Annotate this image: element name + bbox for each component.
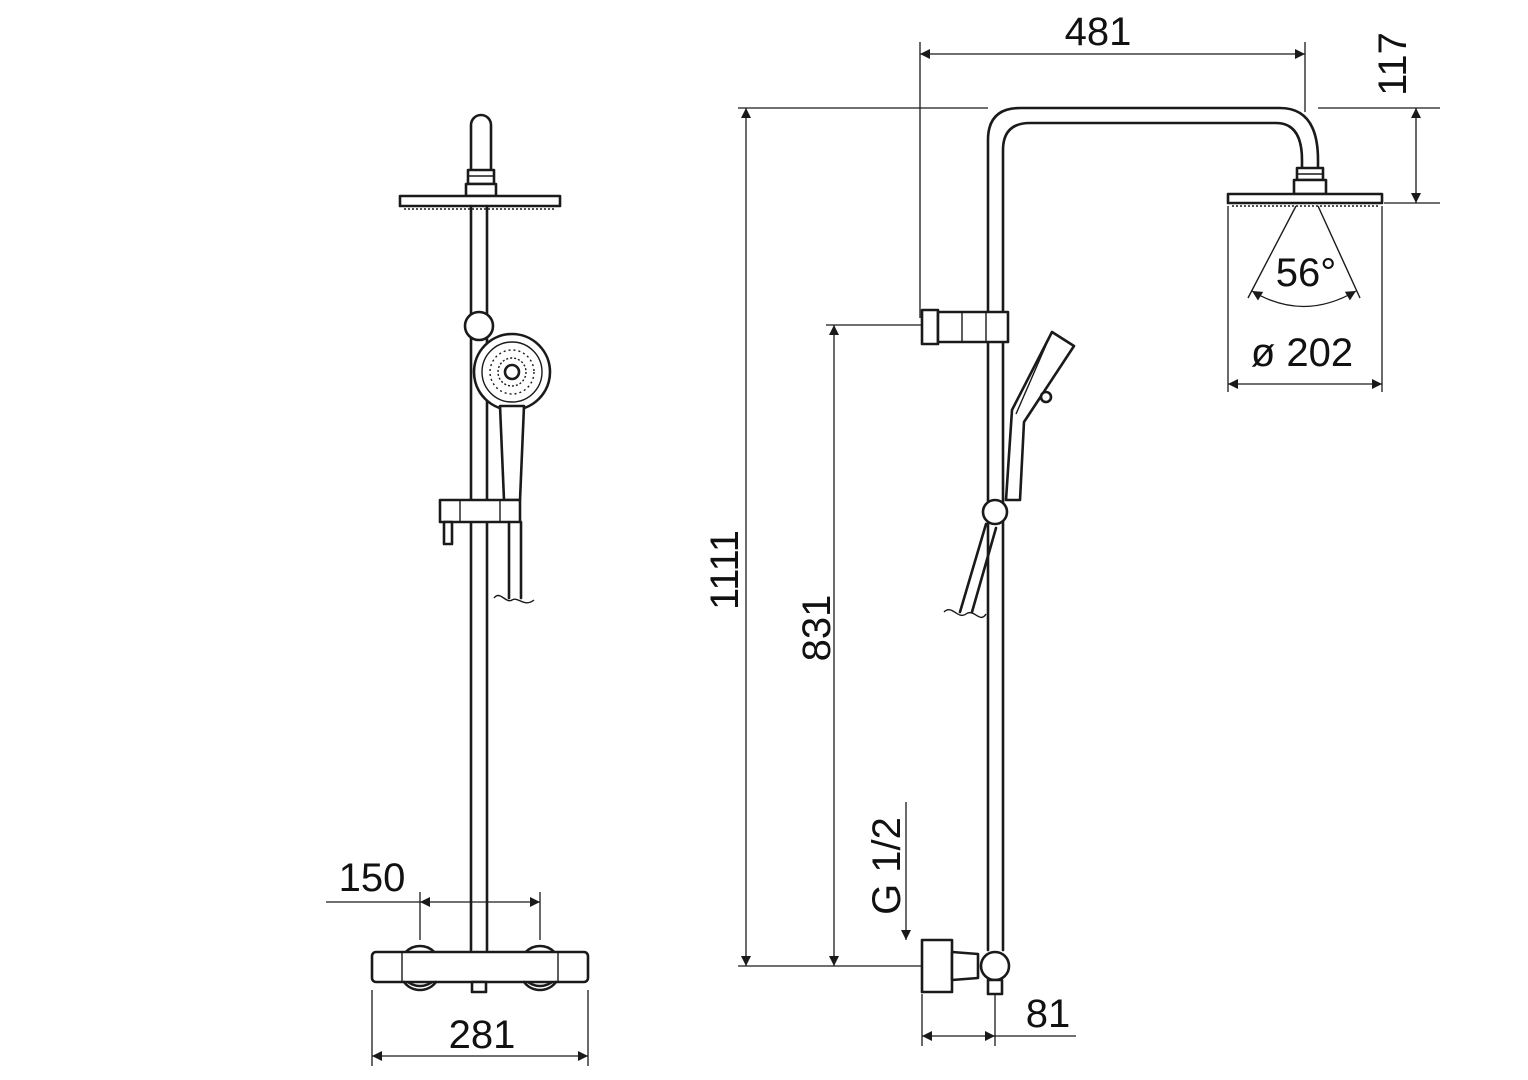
label-total-height: 1111 [703, 530, 747, 610]
side-rain-head [1226, 192, 1384, 207]
label-spray-angle: 56° [1276, 251, 1337, 295]
label-inlet-spacing: 150 [339, 856, 406, 900]
label-head-drop: 117 [1371, 32, 1415, 96]
side-upper-clamp [920, 308, 1010, 346]
front-mixer [370, 944, 590, 994]
spray-cone: 56° [1247, 205, 1361, 308]
side-hose [943, 522, 998, 619]
side-hand-shower [1004, 330, 1076, 502]
dim-inlet-spacing: 150 [326, 856, 541, 940]
side-head-neck [1292, 166, 1328, 196]
side-middle-knob [981, 498, 1009, 526]
side-view: 56° [703, 10, 1440, 1046]
dim-total-height: 1111 [703, 107, 988, 967]
front-upper-knob [463, 310, 495, 342]
front-view: 150 281 [326, 113, 590, 1066]
front-hand-shower [472, 332, 552, 502]
side-riser-arm [986, 106, 1320, 952]
label-wall-offset: 81 [1026, 992, 1071, 1036]
dim-head-diameter: ø 202 [1227, 206, 1383, 392]
side-wall-mixer [920, 938, 1011, 996]
front-hose [493, 520, 535, 604]
label-head-diameter: ø 202 [1251, 331, 1353, 375]
dim-arm-reach: 481 [919, 10, 1306, 318]
front-overhead-arm [466, 113, 496, 186]
label-connection-thread: G 1/2 [865, 817, 909, 915]
dim-connection-thread: G 1/2 [865, 802, 911, 940]
dim-holder-height: 831 [795, 324, 922, 966]
label-mixer-width: 281 [449, 1013, 516, 1057]
dim-wall-offset: 81 [921, 992, 1076, 1046]
dim-mixer-width: 281 [371, 990, 589, 1066]
label-holder-height: 831 [795, 595, 839, 662]
label-arm-reach: 481 [1065, 10, 1132, 54]
front-rain-head [398, 182, 562, 210]
front-slide-holder [438, 498, 522, 546]
dim-head-drop: 117 [1318, 32, 1440, 204]
